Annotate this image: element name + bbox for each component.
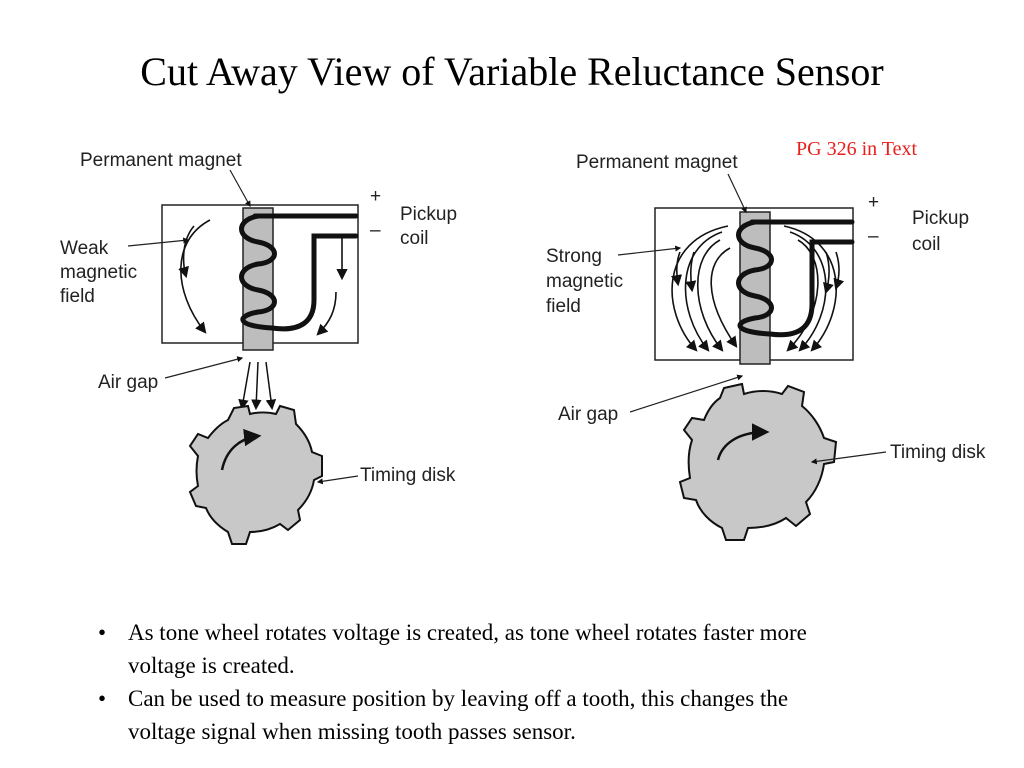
- label-permanent-magnet: Permanent magnet: [576, 152, 738, 173]
- label-pickup-coil-1: Pickup: [912, 208, 969, 229]
- air-gap-flux-arrows: [238, 361, 277, 411]
- weak-field-lines: [178, 219, 348, 336]
- label-minus: –: [370, 220, 381, 241]
- timing-disk: [188, 404, 323, 545]
- strong-field-diagram: Permanent magnet Strong magnetic field +…: [546, 152, 986, 541]
- label-permanent-magnet: Permanent magnet: [80, 150, 242, 171]
- label-weak-field-1: Weak: [60, 238, 109, 259]
- label-minus: –: [868, 226, 879, 247]
- label-weak-field-2: magnetic: [60, 262, 137, 283]
- bullet-item: • Can be used to measure position by leav…: [96, 682, 856, 748]
- slide-title: Cut Away View of Variable Reluctance Sen…: [140, 49, 884, 94]
- pickup-coil: [239, 213, 359, 332]
- label-strong-field-2: magnetic: [546, 271, 623, 292]
- bullet-dot-icon: •: [98, 686, 107, 711]
- timing-disk: [678, 382, 838, 541]
- label-pickup-coil-2: coil: [400, 228, 429, 249]
- label-pickup-coil-1: Pickup: [400, 204, 457, 225]
- label-air-gap: Air gap: [98, 372, 158, 393]
- bullet-text: Can be used to measure position by leavi…: [128, 686, 789, 744]
- bullet-item: • As tone wheel rotates voltage is create…: [96, 616, 856, 682]
- bullet-text: As tone wheel rotates voltage is created…: [128, 620, 807, 678]
- label-timing-disk: Timing disk: [360, 465, 456, 486]
- label-weak-field-3: field: [60, 286, 95, 307]
- sensor-diagrams: Permanent magnet Weak magnetic field + –…: [60, 150, 986, 545]
- bullet-dot-icon: •: [98, 620, 107, 645]
- label-strong-field-3: field: [546, 296, 581, 317]
- label-plus: +: [370, 186, 381, 207]
- page-reference: PG 326 in Text: [796, 138, 918, 160]
- label-pickup-coil-2: coil: [912, 234, 941, 255]
- label-timing-disk: Timing disk: [890, 442, 986, 463]
- label-plus: +: [868, 192, 879, 213]
- permanent-magnet: [739, 211, 771, 365]
- rotation-arrow: [716, 423, 770, 461]
- rotation-arrow: [220, 428, 262, 471]
- weak-field-diagram: Permanent magnet Weak magnetic field + –…: [60, 150, 457, 545]
- label-strong-field-1: Strong: [546, 246, 602, 267]
- strong-field-lines: [671, 225, 845, 352]
- label-air-gap: Air gap: [558, 404, 618, 425]
- bullet-list: • As tone wheel rotates voltage is create…: [96, 616, 856, 748]
